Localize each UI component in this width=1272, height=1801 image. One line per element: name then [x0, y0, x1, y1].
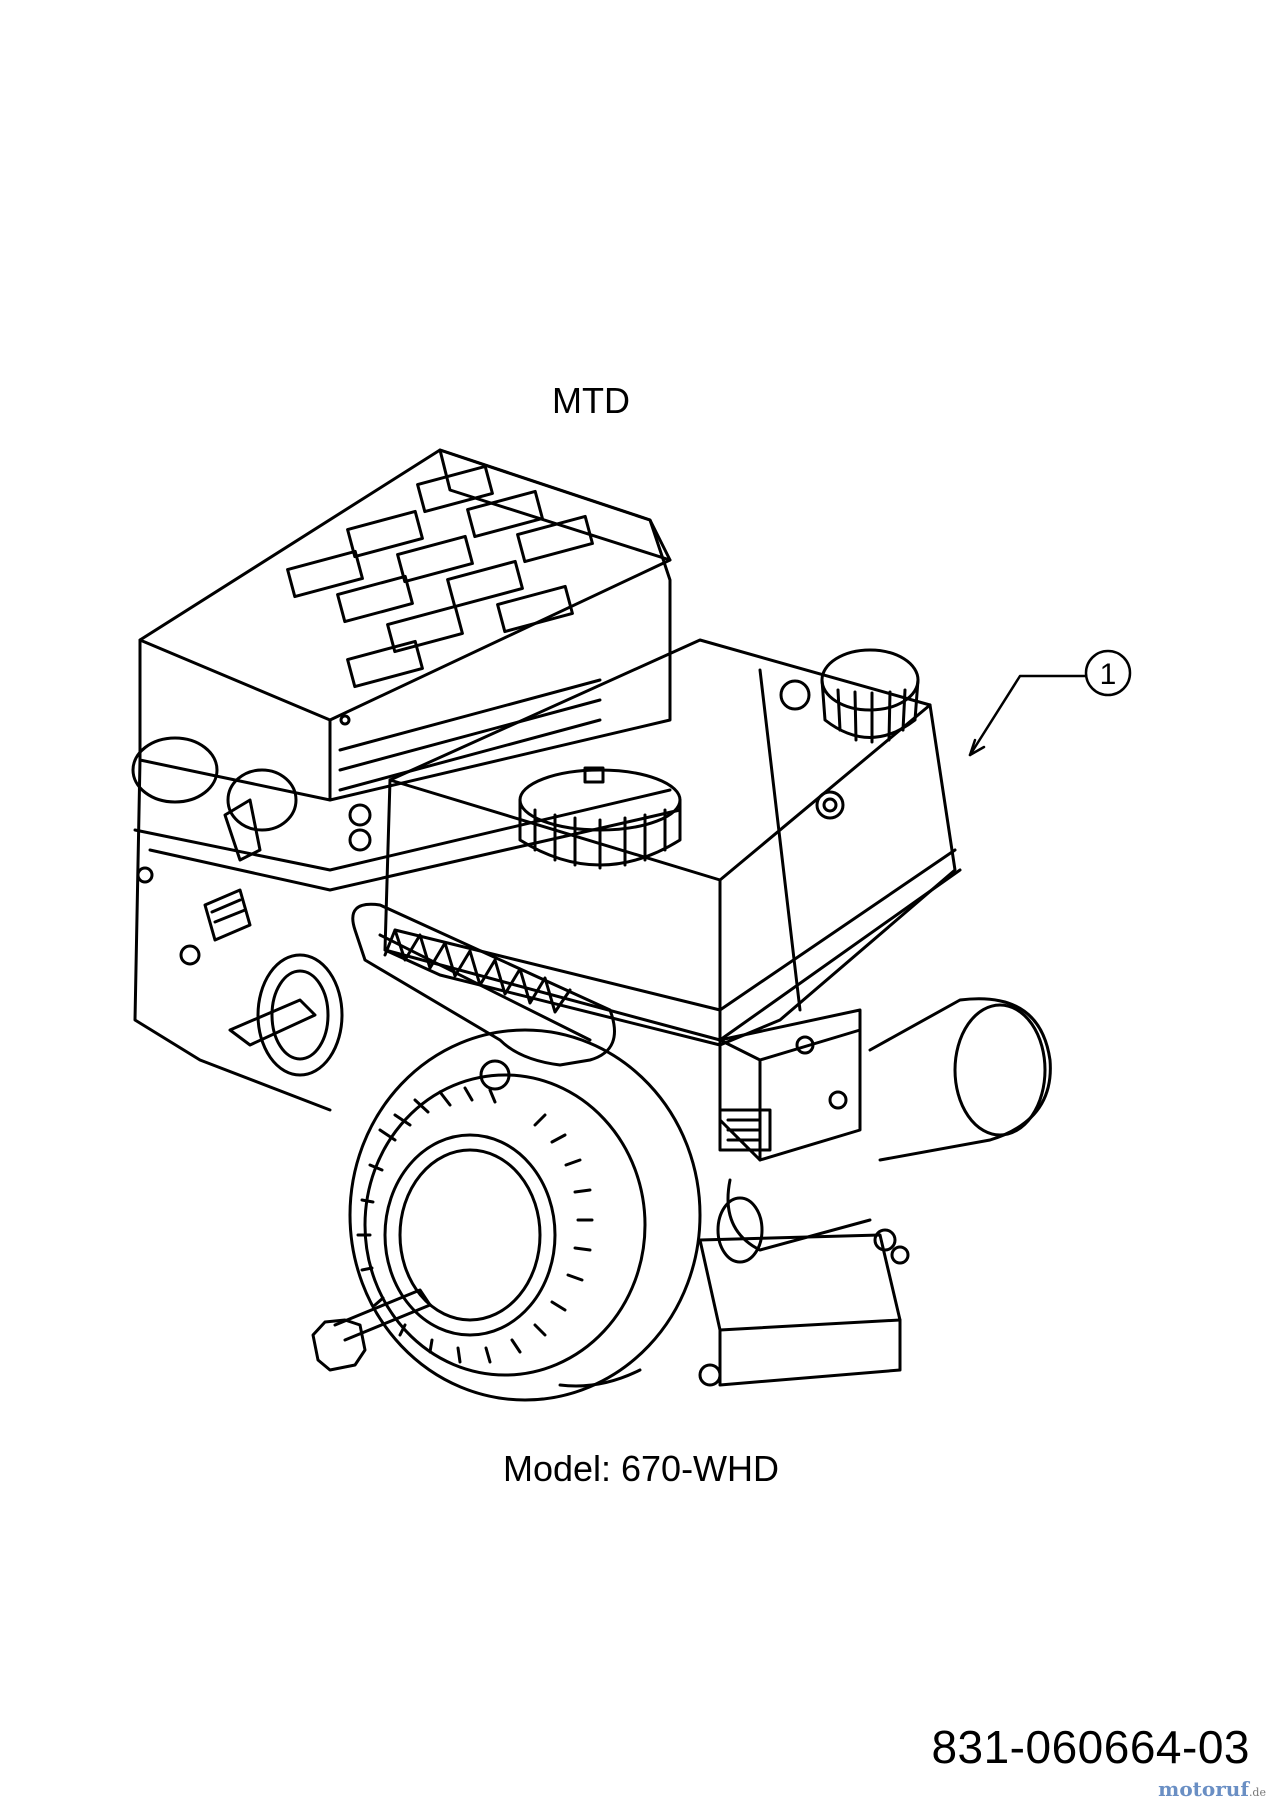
recoil-starter: [311, 1028, 722, 1402]
watermark-name: motoruf: [1158, 1777, 1249, 1801]
brand-title: MTD: [552, 380, 630, 421]
part-number: 831-060664-03: [931, 1721, 1250, 1773]
starter-handle: [351, 902, 616, 1091]
engine-shroud: [138, 448, 672, 802]
watermark-logo: motoruf.de: [1158, 1777, 1266, 1801]
callout-1-label: 1: [1100, 658, 1117, 691]
electric-starter: [698, 997, 1052, 1387]
engine-body: [131, 714, 682, 1112]
model-caption: Model: 670-WHD: [502, 1448, 780, 1489]
callout-1-leader: [968, 649, 1132, 757]
fuel-tank: [383, 638, 962, 1047]
watermark-tld: .de: [1248, 1786, 1266, 1799]
